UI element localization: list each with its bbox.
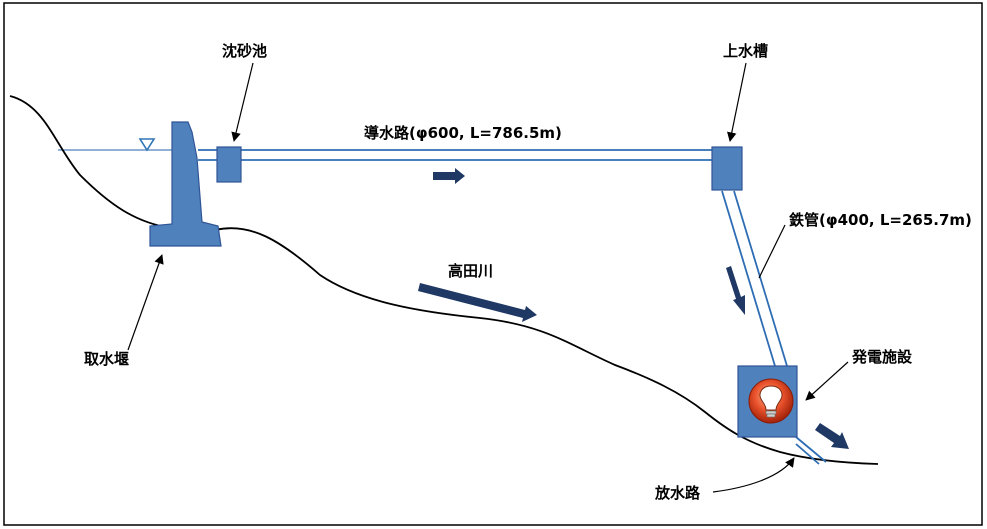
- tailrace-flow-arrow-icon: [815, 423, 849, 449]
- frame-border: [3, 2, 983, 526]
- light-bulb-icon: [748, 378, 794, 424]
- headrace-flow-arrow-icon: [433, 168, 465, 184]
- head-tank-structure: [711, 146, 743, 191]
- sediment-basin-leader: [231, 62, 254, 142]
- power-plant-leader: [805, 361, 849, 401]
- power-plant-label: 発電施設: [851, 348, 913, 366]
- tailrace-pipe-top: [795, 436, 827, 463]
- river-label: 高田川: [448, 262, 493, 280]
- penstock-leader: [758, 224, 786, 279]
- penstock-label: 鉄管(φ400, L=265.7m): [789, 211, 972, 229]
- sediment-basin-label: 沈砂池: [222, 42, 267, 60]
- tailrace-leader: [712, 457, 795, 493]
- intake-weir-label: 取水堰: [84, 350, 129, 368]
- sediment-basin-structure: [216, 146, 242, 183]
- headrace-label: 導水路(φ600, L=786.5m): [364, 124, 562, 142]
- tailrace-label: 放水路: [654, 484, 701, 502]
- intake-weir-leader: [127, 254, 164, 351]
- penstock-flow-arrow-icon: [726, 266, 745, 315]
- river-flow-arrow-icon: [418, 283, 537, 322]
- head-tank-leader: [727, 62, 747, 142]
- tailrace-pipe-bottom: [795, 443, 820, 465]
- penstock-pipe-left: [721, 190, 776, 367]
- intake-weir-structure: [149, 121, 222, 247]
- ground-profile-line: [9, 95, 879, 465]
- head-tank-label: 上水槽: [723, 42, 768, 60]
- water-level-triangle-icon: [138, 138, 156, 152]
- penstock-pipe-right: [733, 190, 788, 367]
